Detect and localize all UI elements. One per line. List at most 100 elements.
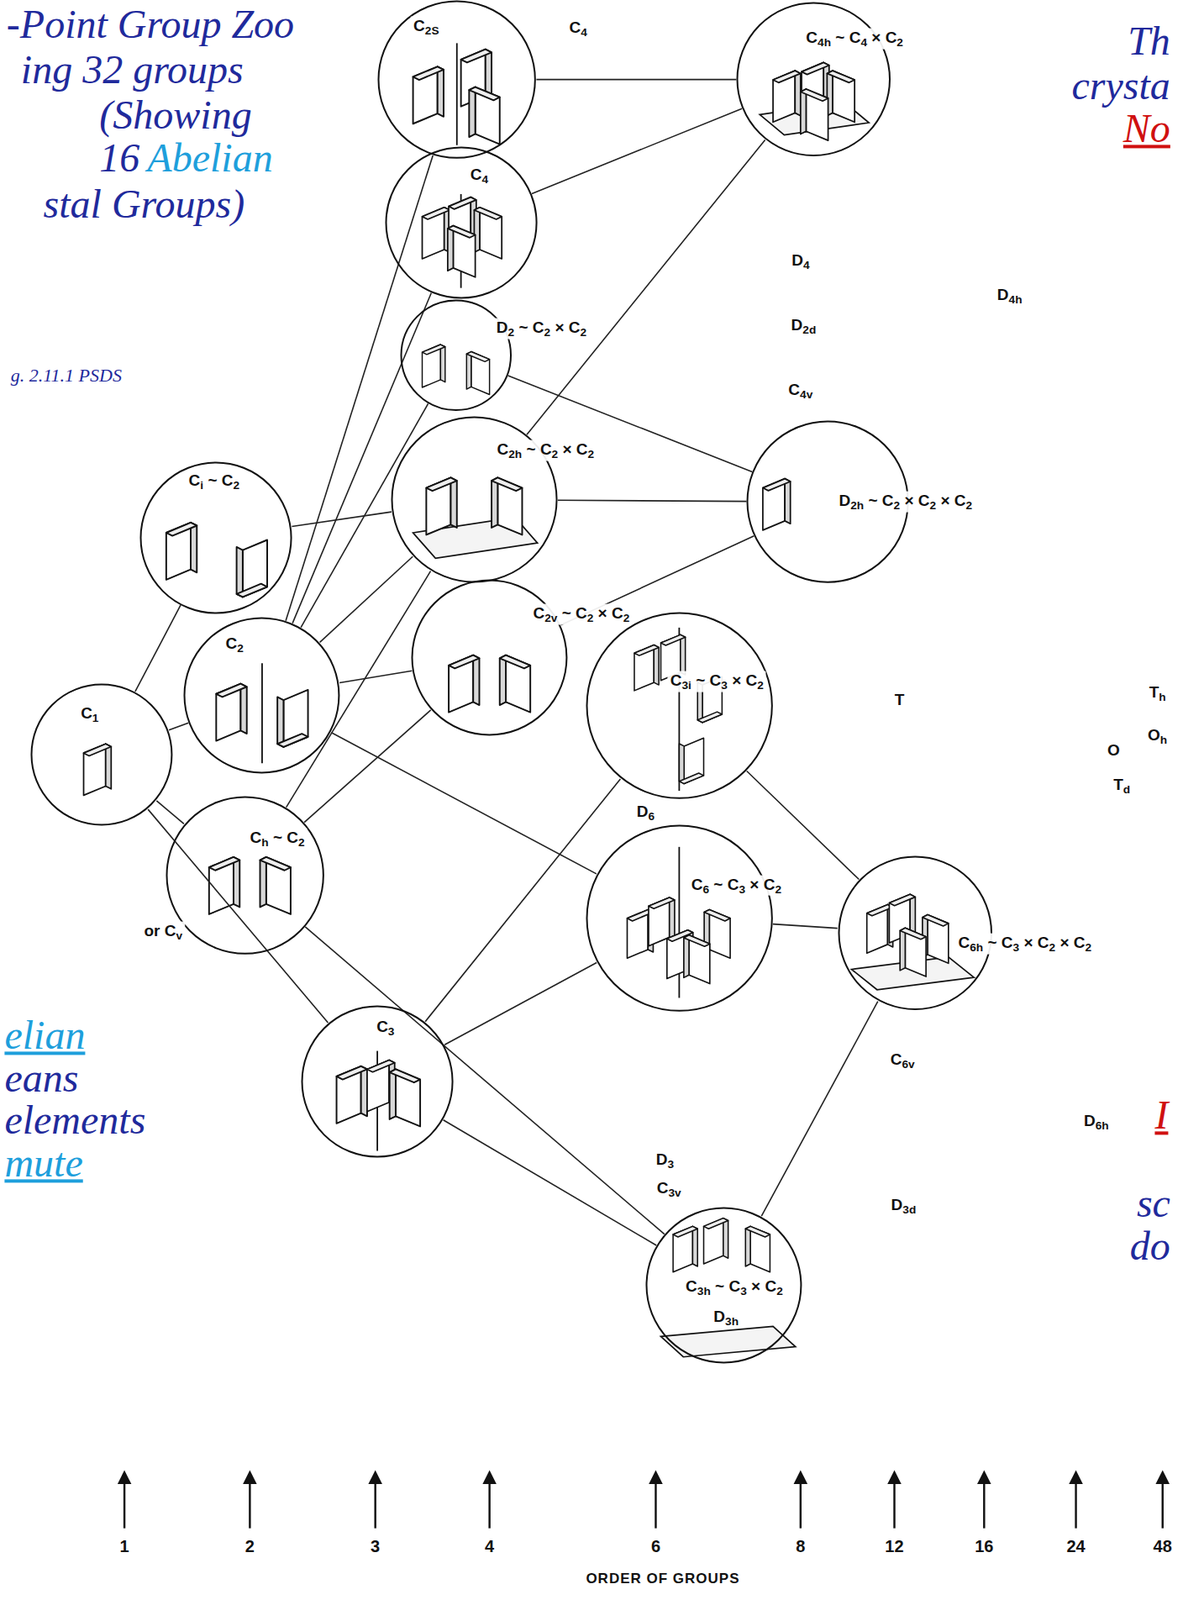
- group-name: D6h: [1081, 1111, 1112, 1133]
- slab-figure: [447, 226, 476, 278]
- title-fragment: ing 32 groups: [18, 46, 247, 93]
- subgroup-connector: [508, 375, 753, 473]
- figure-c4: [422, 194, 503, 289]
- title-fragment: stal Groups): [41, 180, 248, 227]
- group-label: Ci ~ C2: [186, 470, 243, 492]
- group-name: Oh: [1145, 725, 1170, 747]
- group-circle: C2h ~ C2 × C2: [390, 415, 558, 584]
- slab-figure: [762, 478, 791, 531]
- slab-figure: [473, 207, 502, 259]
- subgroup-connector: [320, 556, 414, 642]
- slab-figure: [277, 689, 308, 747]
- group-name: D3: [653, 1150, 677, 1172]
- group-name: C3v: [654, 1178, 684, 1200]
- circle-outline: [586, 613, 772, 799]
- slab-figure: [166, 522, 197, 580]
- slab-figure: [491, 477, 522, 535]
- slab-figure: [260, 857, 291, 915]
- title-fragment: 16: [96, 135, 142, 182]
- axis-title: ORDER OF GROUPS: [583, 1570, 742, 1588]
- circle-outline: [412, 580, 568, 736]
- figure-d2h: [762, 478, 791, 531]
- subgroup-connector: [746, 770, 860, 879]
- subgroup-connector: [292, 293, 432, 624]
- group-circle: C1: [30, 683, 174, 826]
- slab-figure: [425, 477, 457, 535]
- group-label: C3: [373, 1017, 397, 1039]
- circle-outline: [747, 421, 909, 583]
- circle-outline: [378, 1, 536, 158]
- title-fragment: do: [1127, 1223, 1173, 1270]
- group-circle: C6h ~ C3 × C2 × C2: [837, 855, 993, 1010]
- group-label: D2h ~ C2 × C2 × C2: [836, 491, 976, 513]
- figure-c3: [336, 1051, 421, 1152]
- circle-outline: [377, 0, 537, 159]
- group-circle: D2 ~ C2 × C2: [399, 299, 513, 412]
- title-fragment: No: [1120, 105, 1173, 152]
- circle-outline: [183, 616, 341, 774]
- figure-c2: [215, 662, 308, 763]
- circle-outline: [166, 796, 323, 953]
- mirror-plane: [661, 1325, 796, 1357]
- group-circle: C2SC4: [377, 0, 537, 159]
- circle-outline: [737, 3, 890, 156]
- figure-ci: [166, 522, 268, 598]
- order-number: 8: [793, 1536, 808, 1557]
- group-label: C6h ~ C3 × C2 × C2: [956, 932, 1095, 954]
- circle-outline: [384, 146, 538, 300]
- slab-figure: [466, 352, 489, 395]
- circle-outline: [586, 825, 772, 1010]
- group-name: D4: [788, 250, 812, 272]
- group-circle: C2v ~ C2 × C2: [410, 578, 568, 737]
- group-name: D3d: [888, 1194, 920, 1216]
- figure-c2s: [413, 42, 500, 145]
- group-circle: Ch ~ C2or Cv: [165, 795, 325, 955]
- group-label: C2v ~ C2 × C2: [530, 603, 632, 625]
- group-label: or Cv: [141, 921, 185, 943]
- subgroup-connector: [443, 1119, 658, 1246]
- subgroup-connector: [285, 155, 433, 621]
- group-label: C6 ~ C3 × C2: [688, 874, 784, 896]
- group-circle: D2h ~ C2 × C2 × C2: [746, 420, 910, 584]
- order-number: 3: [368, 1536, 383, 1557]
- circle-outline: [165, 795, 325, 955]
- slab-figure: [678, 737, 704, 784]
- order-number: 12: [882, 1536, 906, 1557]
- title-fragment: Th: [1125, 17, 1173, 64]
- slab-figure: [499, 655, 531, 713]
- figure-c6: [626, 846, 731, 999]
- group-name: D3h: [710, 1307, 742, 1329]
- slab-figure: [448, 655, 479, 713]
- group-name: C6v: [888, 1050, 918, 1072]
- subgroup-connector: [286, 571, 432, 808]
- subgroup-connector: [761, 1001, 878, 1217]
- group-circle: C2: [183, 616, 341, 774]
- group-label: Ch ~ C2: [247, 827, 308, 849]
- subgroup-connector: [156, 800, 185, 824]
- title-fragment: elian: [1, 1011, 88, 1058]
- axis-pole: [456, 42, 458, 145]
- group-label: C2h ~ C2 × C2: [494, 440, 598, 462]
- figure-c2h: [413, 477, 538, 558]
- group-name: D4h: [994, 285, 1026, 307]
- order-number: 48: [1151, 1536, 1175, 1557]
- circle-outline: [385, 147, 537, 298]
- title-fragment: eans: [1, 1054, 81, 1101]
- circle-outline: [399, 299, 513, 412]
- slab-figure: [745, 1225, 770, 1272]
- group-circle: C3: [300, 1004, 454, 1158]
- group-circle: C4h ~ C4 × C2: [736, 1, 891, 157]
- subgroup-connector: [331, 732, 596, 874]
- circle-outline: [838, 857, 991, 1010]
- subgroup-connector: [135, 604, 181, 692]
- circle-outline: [184, 618, 340, 773]
- circle-outline: [585, 824, 773, 1012]
- order-axis-arrows: [124, 1477, 1163, 1529]
- group-name: Th: [1146, 683, 1169, 705]
- group-name: D2d: [788, 315, 820, 337]
- group-name: Td: [1110, 774, 1133, 796]
- axis-pole: [261, 662, 263, 763]
- group-label: C1: [78, 703, 101, 725]
